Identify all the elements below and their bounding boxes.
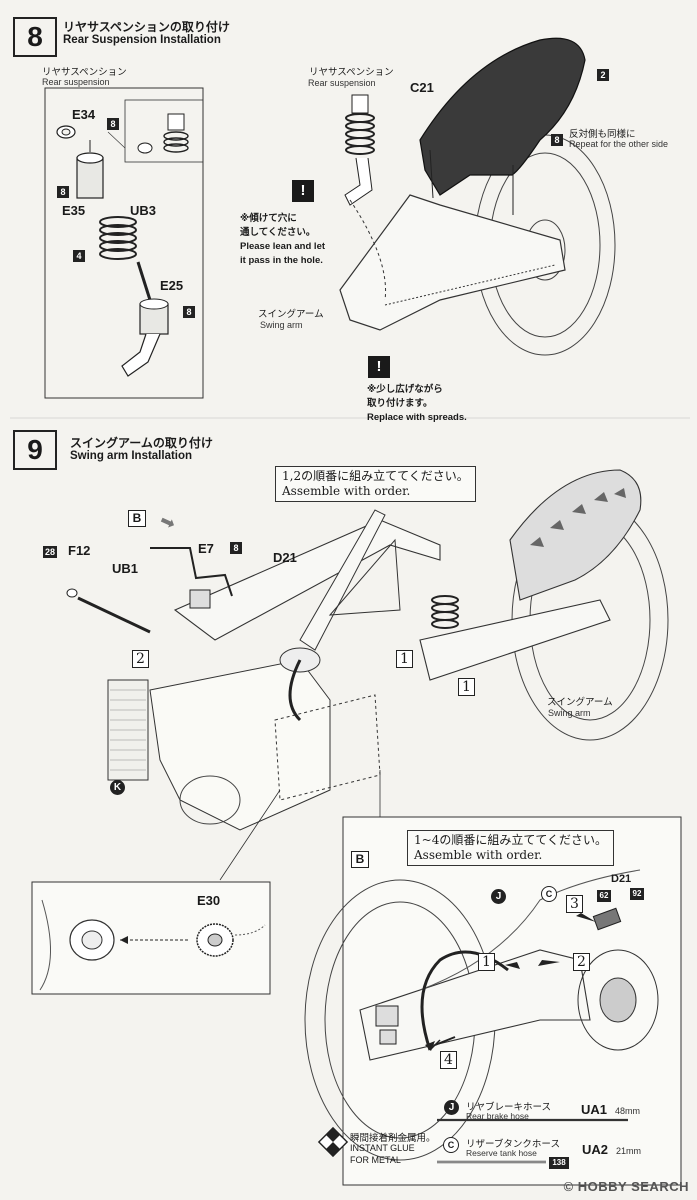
part-d21: D21 (273, 550, 297, 565)
reserve-tank-hose-en: Reserve tank hose (466, 1148, 537, 1158)
swing-arm-label-jp: スイングアーム (258, 309, 324, 320)
step-9-title-en: Swing arm Installation (70, 450, 193, 462)
glue-note-jp: 瞬間接着剤金属用。 (350, 1133, 436, 1144)
rear-brake-hose-en: Rear brake hose (466, 1111, 529, 1121)
part-e30: E30 (197, 893, 221, 908)
j-marker: J (491, 889, 506, 904)
view-b-marker: B (128, 510, 146, 527)
caution-icon: ! (368, 356, 390, 378)
order-number-3: 3 (566, 895, 583, 913)
part-e34: E34 (72, 107, 96, 122)
glue-note-en-2: FOR METAL (350, 1155, 401, 1165)
hose-ua2: UA2 (582, 1142, 609, 1157)
k-marker: K (110, 780, 125, 795)
part-d21-small: D21 (611, 873, 632, 885)
inset-b-order-note: 1~4の順番に組み立ててください。 Assemble with order. (407, 830, 614, 866)
rear-brake-hose-jp: リヤブレーキホース (466, 1102, 552, 1113)
tag-62: 62 (597, 890, 611, 902)
hose-ua1-length: 48mm (615, 1106, 641, 1116)
repeat-note-jp: 反対側も同様に (569, 129, 636, 140)
inset-b-order-en: Assemble with order. (414, 848, 543, 862)
lean-note-en-1: Please lean and let (240, 241, 326, 252)
caution-icon: ! (292, 180, 314, 202)
tag-8: 8 (230, 542, 242, 554)
inset-label-jp: リヤサスペンション (42, 67, 127, 78)
part-e35: E35 (62, 203, 86, 218)
spread-note-en: Replace with spreads. (367, 412, 467, 423)
step-8-title-jp: リヤサスペンションの取り付け (63, 20, 230, 34)
order-number-1: 1 (396, 650, 413, 668)
part-f12: F12 (68, 543, 91, 558)
step-8-number: 8 (13, 17, 57, 57)
part-ub3: UB3 (130, 203, 157, 218)
spread-note-jp-2: 取り付けます。 (367, 398, 433, 409)
tag-4: 4 (73, 250, 85, 262)
inset-b-order-jp: 1~4の順番に組み立ててください。 (414, 833, 607, 847)
tag-8: 8 (183, 306, 195, 318)
tag-28: 28 (43, 546, 57, 558)
spread-note-jp-1: ※少し広げながら (367, 384, 443, 395)
order-note-jp: 1,2の順番に組み立ててください。 (282, 469, 469, 483)
tag-8: 8 (107, 118, 119, 130)
tag-138: 138 (549, 1157, 569, 1169)
part-c21: C21 (410, 80, 434, 95)
lean-note-en-2: it pass in the hole. (240, 255, 323, 266)
swing-arm-label-en: Swing arm (548, 708, 591, 718)
legend-c-marker: C (443, 1137, 459, 1153)
part-e7: E7 (198, 541, 214, 556)
tag-2: 2 (597, 69, 609, 81)
c-marker: C (541, 886, 557, 902)
hose-ua1: UA1 (581, 1102, 608, 1117)
reserve-tank-hose-jp: リザーブタンクホース (466, 1139, 560, 1150)
swing-arm-label-jp: スイングアーム (547, 697, 613, 708)
step-9-title-jp: スイングアームの取り付け (70, 436, 213, 450)
inset-b-marker: B (351, 851, 369, 868)
step-9-number: 9 (13, 430, 57, 470)
part-e25: E25 (160, 278, 184, 293)
order-number-4: 4 (440, 1051, 457, 1069)
watermark: © HOBBY SEARCH (563, 1179, 689, 1194)
swing-arm-label-en: Swing arm (260, 320, 303, 330)
lean-note-jp-1: ※傾けて穴に (240, 213, 297, 224)
hose-ua2-length: 21mm (616, 1146, 642, 1156)
assemble-order-note: 1,2の順番に組み立ててください。 Assemble with order. (275, 466, 476, 502)
tag-8: 8 (551, 134, 563, 146)
order-number-1: 1 (458, 678, 475, 696)
inset-label-en: Rear suspension (42, 77, 110, 87)
repeat-note-en: Repeat for the other side (569, 139, 669, 149)
rear-suspension-label-jp: リヤサスペンション (309, 67, 394, 78)
part-ub1: UB1 (112, 561, 139, 576)
rear-suspension-label-en: Rear suspension (308, 78, 376, 88)
order-number-2: 2 (132, 650, 149, 668)
tag-92: 92 (630, 888, 644, 900)
order-number-2: 2 (573, 953, 590, 971)
glue-note-en-1: INSTANT GLUE (350, 1143, 415, 1153)
tag-8: 8 (57, 186, 69, 198)
lean-note-jp-2: 通してください。 (240, 227, 316, 238)
order-note-en: Assemble with order. (282, 484, 411, 498)
legend-j-marker: J (444, 1100, 459, 1115)
order-number-1: 1 (478, 953, 495, 971)
step-8-title-en: Rear Suspension Installation (63, 34, 221, 46)
